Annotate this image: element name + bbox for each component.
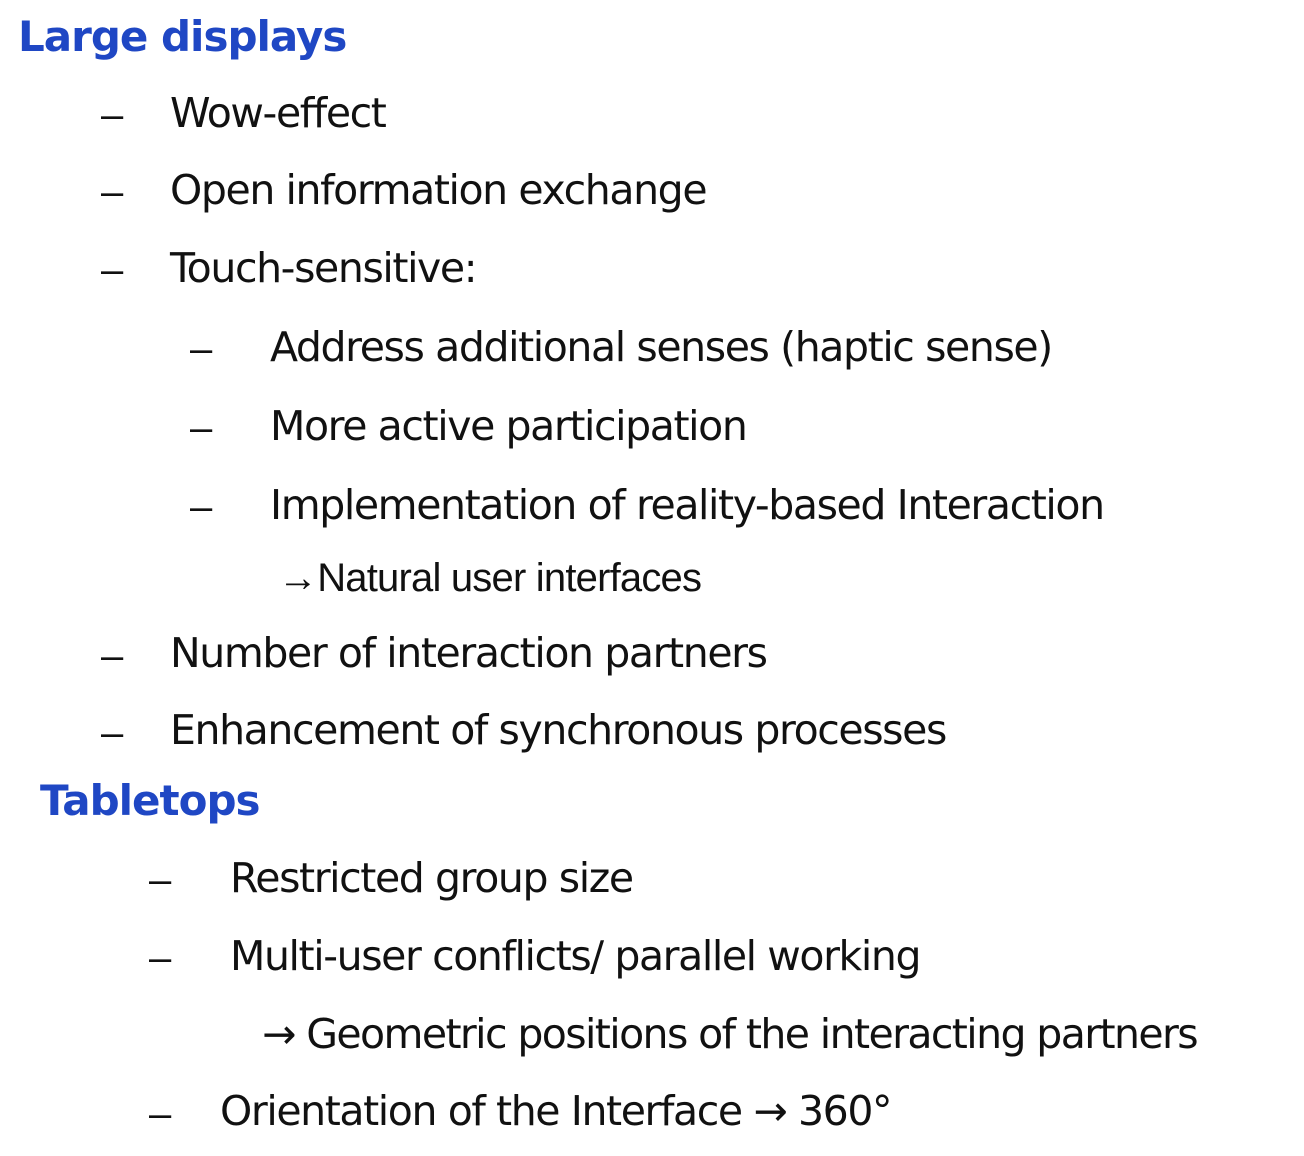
list-item: Address additional senses (haptic sense) bbox=[270, 323, 1053, 371]
list-item: Touch-sensitive: bbox=[170, 244, 478, 292]
bullet-dash: – bbox=[190, 485, 213, 529]
list-item: Number of interaction partners bbox=[170, 629, 768, 677]
list-item: Orientation of the Interface → 360° bbox=[220, 1087, 893, 1135]
bullet-dash: – bbox=[101, 248, 124, 292]
arrow-right-icon: → bbox=[262, 1010, 296, 1058]
bullet-dash: – bbox=[149, 1092, 172, 1136]
list-item: More active participation bbox=[270, 402, 748, 450]
bullet-dash: – bbox=[101, 93, 124, 137]
bullet-dash: – bbox=[101, 634, 124, 678]
section-heading-tabletops: Tabletops bbox=[40, 776, 261, 825]
bullet-dash: – bbox=[101, 711, 124, 755]
list-item: Restricted group size bbox=[230, 854, 634, 902]
arrow-note-text: Geometric positions of the interacting p… bbox=[294, 1010, 1198, 1058]
arrow-note-text: Natural user interfaces bbox=[317, 556, 702, 600]
list-item-suffix: 360° bbox=[786, 1087, 893, 1135]
section-heading-large-displays: Large displays bbox=[18, 12, 347, 61]
list-item: Open information exchange bbox=[170, 166, 708, 214]
bullet-dash: – bbox=[149, 936, 172, 980]
list-item: Implementation of reality-based Interact… bbox=[270, 481, 1105, 529]
arrow-right-icon: → bbox=[278, 556, 318, 600]
bullet-dash: – bbox=[101, 170, 124, 214]
bullet-dash: – bbox=[190, 327, 213, 371]
arrow-right-icon: → bbox=[753, 1087, 787, 1135]
list-item-arrow-note: → Geometric positions of the interacting… bbox=[262, 1010, 1199, 1058]
bullet-dash: – bbox=[149, 858, 172, 902]
list-item-text: Orientation of the Interface bbox=[220, 1087, 743, 1135]
list-item: Multi-user conflicts/ parallel working bbox=[230, 932, 922, 980]
list-item-arrow-note: →Natural user interfaces bbox=[278, 556, 702, 600]
bullet-dash: – bbox=[190, 406, 213, 450]
list-item: Enhancement of synchronous processes bbox=[170, 706, 947, 754]
list-item: Wow-effect bbox=[170, 89, 387, 137]
